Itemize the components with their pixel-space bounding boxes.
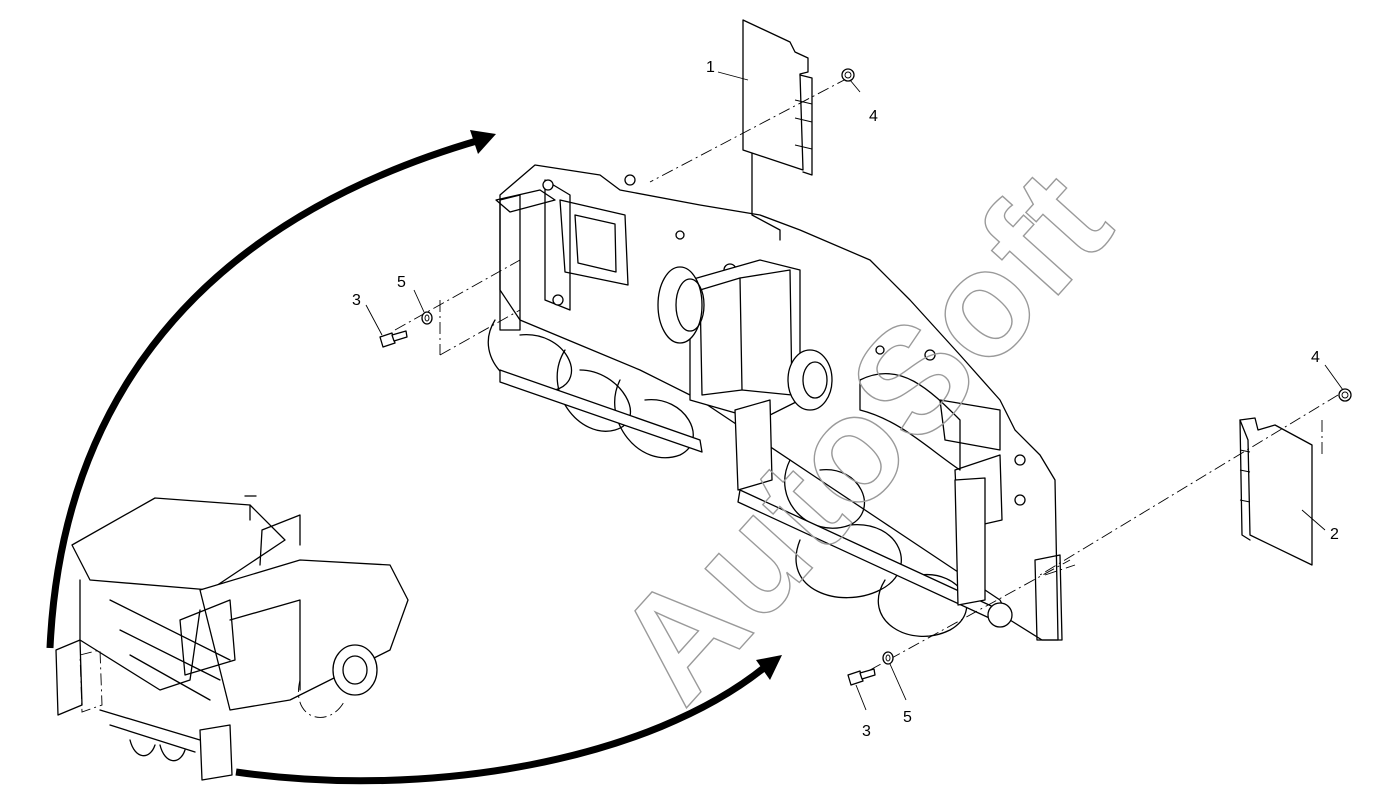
arrow-bottom-curve xyxy=(235,655,782,785)
callout-5-left: 5 xyxy=(397,274,406,291)
cover-plate-part-2 xyxy=(1239,417,1313,566)
nut-part-4-right xyxy=(1338,388,1352,402)
callout-5-bottom: 5 xyxy=(903,709,912,726)
callout-2: 2 xyxy=(1330,526,1339,543)
assembly-center-lines xyxy=(394,77,1339,671)
bolt-part-3-left xyxy=(379,330,408,348)
leader-lines xyxy=(365,71,1344,711)
washer-part-5-left xyxy=(421,311,433,325)
paver-machine-overview xyxy=(55,495,409,781)
callout-3-bottom: 3 xyxy=(862,723,871,740)
callout-1: 1 xyxy=(706,59,715,76)
callout-4-right: 4 xyxy=(1311,349,1320,366)
callout-3-left: 3 xyxy=(352,292,361,309)
washer-part-5-bottom xyxy=(882,651,894,665)
cover-plate-part-1 xyxy=(742,19,813,176)
nut-part-4-top xyxy=(841,68,855,82)
screed-frame-assembly xyxy=(487,149,1063,641)
callout-4-top: 4 xyxy=(869,108,878,125)
arrow-top-curve xyxy=(46,130,496,649)
bolt-part-3-bottom xyxy=(847,668,876,686)
